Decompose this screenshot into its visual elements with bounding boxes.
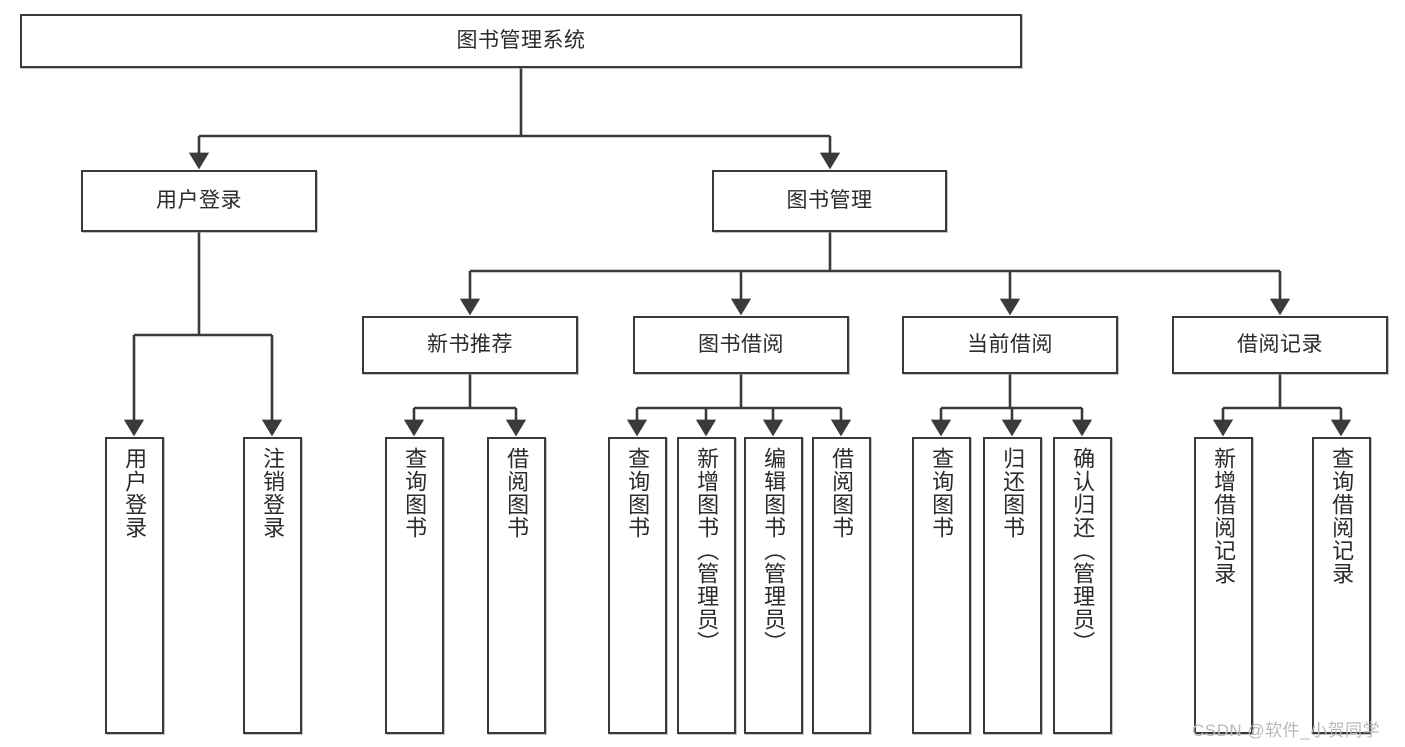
node-leaf-user-logout[interactable]: 注销登录 [243, 437, 302, 734]
node-label: 注销登录 [260, 447, 286, 539]
node-label: 归还图书 [1000, 447, 1026, 539]
node-label: 借阅图书 [504, 447, 530, 539]
node-label: 用户登录 [122, 447, 148, 539]
node-leaf-current-return-book[interactable]: 归还图书 [983, 437, 1042, 734]
node-leaf-current-confirm-return[interactable]: 确认归还（管理员） [1053, 437, 1112, 734]
node-label: 图书管理系统 [456, 28, 586, 52]
node-label: 当前借阅 [967, 332, 1053, 356]
node-label: 查询图书 [929, 447, 955, 539]
node-borrow-record[interactable]: 借阅记录 [1172, 316, 1388, 374]
node-leaf-user-login[interactable]: 用户登录 [105, 437, 164, 734]
node-current-borrow[interactable]: 当前借阅 [902, 316, 1118, 374]
node-label: 查询图书 [402, 447, 428, 539]
node-label: 新书推荐 [427, 332, 513, 356]
node-label: 编辑图书（管理员） [761, 447, 787, 654]
node-leaf-rec-query-book[interactable]: 查询图书 [385, 437, 444, 734]
node-leaf-borrow-query-book[interactable]: 查询图书 [608, 437, 667, 734]
node-label: 用户登录 [156, 188, 242, 212]
node-label: 确认归还（管理员） [1070, 447, 1096, 654]
node-book-management[interactable]: 图书管理 [712, 170, 947, 232]
node-label: 查询图书 [625, 447, 651, 539]
node-leaf-record-add[interactable]: 新增借阅记录 [1194, 437, 1253, 734]
node-label: 查询借阅记录 [1329, 447, 1355, 585]
node-label: 借阅记录 [1237, 332, 1323, 356]
node-new-book-recommend[interactable]: 新书推荐 [362, 316, 578, 374]
node-label: 借阅图书 [829, 447, 855, 539]
node-root[interactable]: 图书管理系统 [20, 14, 1022, 68]
node-leaf-borrow-borrow-book[interactable]: 借阅图书 [812, 437, 871, 734]
node-label: 新增借阅记录 [1211, 447, 1237, 585]
csdn-watermark: CSDN @软件_小贺同学 [1192, 721, 1381, 740]
node-label: 图书管理 [786, 188, 873, 212]
node-leaf-borrow-add-book[interactable]: 新增图书（管理员） [677, 437, 736, 734]
node-label: 图书借阅 [698, 332, 784, 356]
node-user-login[interactable]: 用户登录 [81, 170, 317, 232]
node-leaf-current-query-book[interactable]: 查询图书 [912, 437, 971, 734]
node-book-borrow[interactable]: 图书借阅 [633, 316, 849, 374]
node-leaf-borrow-edit-book[interactable]: 编辑图书（管理员） [744, 437, 803, 734]
node-leaf-rec-borrow-book[interactable]: 借阅图书 [487, 437, 546, 734]
node-leaf-record-query[interactable]: 查询借阅记录 [1312, 437, 1371, 734]
node-label: 新增图书（管理员） [694, 447, 720, 654]
